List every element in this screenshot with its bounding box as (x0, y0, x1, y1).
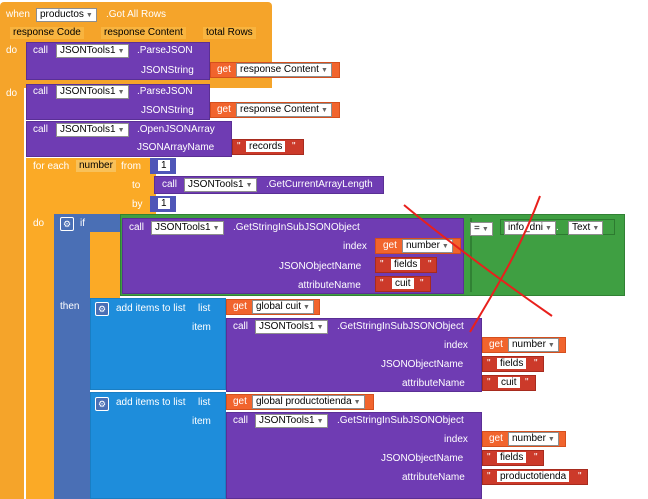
component-dropdown[interactable]: JSONTools1▼ (56, 85, 129, 99)
method-label: .GetStringInSubJSONObject (337, 321, 464, 332)
index-label: index (343, 241, 367, 252)
text-value[interactable]: productotienda (497, 471, 570, 482)
attributename-label: attributeName (298, 280, 361, 291)
get-label: get (383, 240, 397, 251)
list-label: list (198, 303, 211, 314)
var-dropdown[interactable]: global cuit▼ (252, 300, 314, 314)
index-label: index (444, 340, 468, 351)
component-dropdown[interactable]: JSONTools1▼ (56, 44, 129, 58)
text-value[interactable]: cuit (392, 278, 414, 289)
component-dropdown[interactable]: JSONTools1▼ (255, 414, 328, 428)
method-label: .ParseJSON (137, 45, 193, 56)
from-label: from (121, 161, 141, 172)
for-each-label: for each (33, 161, 70, 172)
text-value[interactable]: records (246, 141, 286, 152)
call-label: call (129, 222, 145, 233)
text-value[interactable]: cuit (498, 377, 520, 388)
component-dropdown[interactable]: JSONTools1▼ (151, 221, 224, 235)
var-dropdown[interactable]: response Content▼ (236, 63, 332, 77)
var-dropdown[interactable]: number▼ (508, 338, 559, 352)
var-dropdown[interactable]: number▼ (508, 432, 559, 446)
jsonstring-label: JSONString (141, 105, 194, 116)
var-dropdown[interactable]: global productotienda▼ (252, 395, 365, 409)
method-label: .GetStringInSubJSONObject (337, 415, 464, 426)
component-dropdown[interactable]: JSONTools1▼ (56, 123, 129, 137)
method-label: .OpenJSONArray (137, 124, 215, 135)
event-do-label-1: do (6, 45, 18, 56)
var-dropdown[interactable]: number▼ (402, 239, 453, 253)
text-value[interactable]: fields (497, 452, 527, 463)
get-label: get (489, 339, 503, 350)
method-label: .ParseJSON (137, 86, 193, 97)
text-value[interactable]: fields (391, 259, 421, 270)
gear-icon[interactable]: ⚙ (95, 397, 109, 411)
component-dropdown[interactable]: JSONTools1▼ (184, 178, 257, 192)
gear-icon[interactable]: ⚙ (95, 302, 109, 316)
method-label: .GetStringInSubJSONObject (233, 222, 360, 233)
index-label: index (444, 434, 468, 445)
call-label: call (162, 179, 178, 190)
for-each-spine (26, 214, 54, 499)
call-label: call (33, 45, 49, 56)
param-response-code[interactable]: response Code (10, 27, 84, 39)
param-total-rows[interactable]: total Rows (203, 27, 256, 39)
add-items-label: add items to list (116, 303, 186, 314)
item-label: item (192, 416, 211, 427)
item-label: item (192, 322, 211, 333)
cross-stroke-2 (469, 195, 541, 333)
call-label: call (33, 124, 49, 135)
then-label: then (60, 301, 80, 312)
call-label: call (233, 321, 249, 332)
event-component-dropdown[interactable]: productos▼ (36, 8, 97, 22)
cross-stroke-1 (403, 204, 553, 317)
component-dropdown[interactable]: JSONTools1▼ (255, 320, 328, 334)
if-label: if (80, 218, 85, 229)
gear-icon[interactable]: ⚙ (60, 217, 74, 231)
event-do-label-2: do (6, 88, 18, 99)
method-label: .GetCurrentArrayLength (266, 179, 373, 190)
jsonobjectname-label: JSONObjectName (279, 261, 362, 272)
call-label: call (33, 86, 49, 97)
get-label: get (233, 301, 247, 312)
var-dropdown[interactable]: response Content▼ (236, 103, 332, 117)
jsonobjectname-label: JSONObjectName (381, 453, 464, 464)
call-label: call (233, 415, 249, 426)
by-label: by (132, 199, 143, 210)
number-value[interactable]: 1 (158, 198, 170, 209)
get-label: get (489, 433, 503, 444)
jsonarrayname-label: JSONArrayName (137, 142, 215, 153)
event-spine (0, 82, 24, 499)
get-label: get (217, 64, 231, 75)
list-label: list (198, 397, 211, 408)
jsonobjectname-label: JSONObjectName (381, 359, 464, 370)
attributename-label: attributeName (402, 472, 465, 483)
add-items-label: add items to list (116, 397, 186, 408)
compare-operator-dropdown[interactable]: =▼ (470, 222, 493, 236)
get-label: get (217, 104, 231, 115)
loop-variable[interactable]: number (76, 160, 116, 172)
jsonstring-label: JSONString (141, 65, 194, 76)
add-items-to-list-productotienda[interactable] (90, 392, 226, 499)
attributename-label: attributeName (402, 378, 465, 389)
property-text-dropdown[interactable]: Text▼ (568, 221, 604, 235)
for-each-do-label: do (33, 218, 45, 229)
text-value[interactable]: fields (497, 358, 527, 369)
event-when-label: when (6, 9, 30, 20)
number-value[interactable]: 1 (158, 160, 170, 171)
to-label: to (132, 180, 141, 191)
get-label: get (233, 396, 247, 407)
add-items-to-list-cuit[interactable] (90, 298, 226, 390)
event-name-label: .Got All Rows (106, 9, 167, 20)
param-response-content[interactable]: response Content (101, 27, 186, 39)
